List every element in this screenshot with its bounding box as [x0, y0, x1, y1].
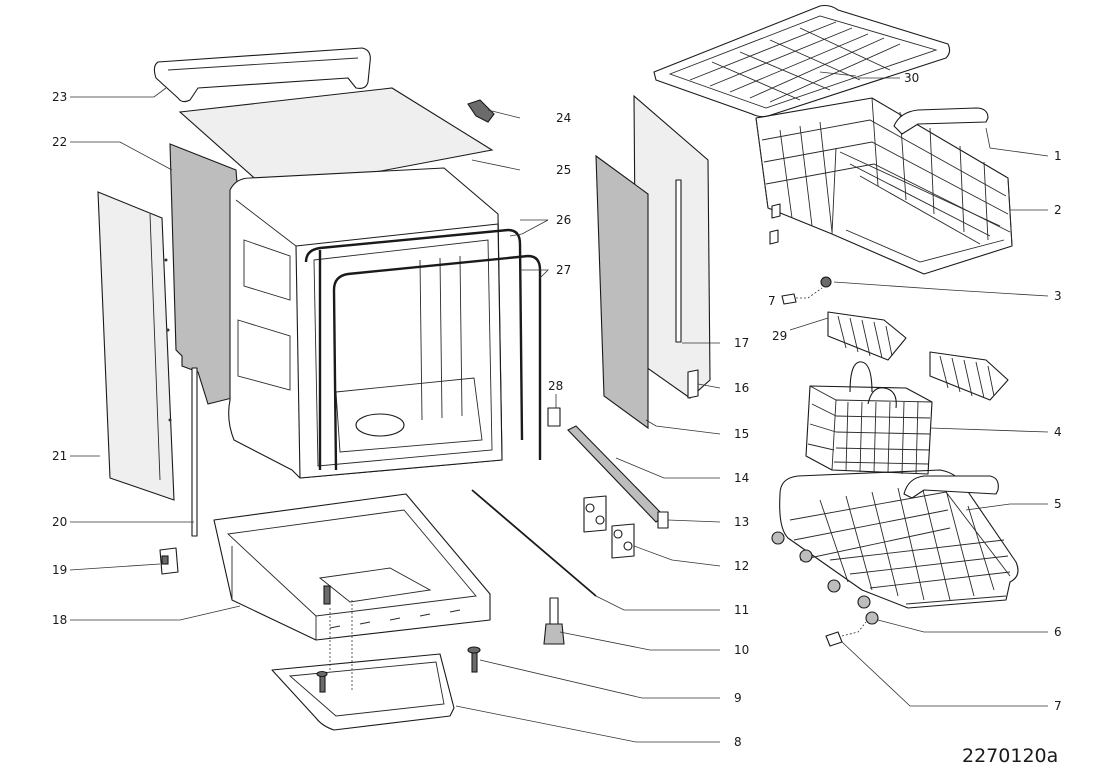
callout-15: 15	[734, 427, 749, 441]
callout-14: 14	[734, 471, 749, 485]
callout-11: 11	[734, 603, 749, 617]
part-13-end-cap	[657, 511, 669, 529]
part-19-valve	[159, 547, 179, 575]
part-10-foot-screw	[543, 597, 565, 645]
callout-20: 20	[52, 515, 67, 529]
part-23-top-trim	[153, 47, 371, 103]
assembly-line	[329, 600, 353, 690]
part-29-cutlery-holders	[827, 311, 1009, 401]
callout-9: 9	[734, 691, 742, 705]
part-17-door-panel	[633, 94, 711, 399]
part-2-upper-basket	[755, 97, 1013, 275]
callout-22: 22	[52, 135, 67, 149]
callout-2: 2	[1054, 203, 1062, 217]
part-18-base-frame	[213, 493, 491, 641]
callout-1: 1	[1054, 149, 1062, 163]
part-12-brackets	[583, 495, 635, 559]
part-5-lower-basket	[779, 469, 1019, 609]
callout-8: 8	[734, 735, 742, 749]
callout-16: 16	[734, 381, 749, 395]
part-16-hinge	[687, 369, 699, 399]
callout-10: 10	[734, 643, 749, 657]
callout-5: 5	[1054, 497, 1062, 511]
part-3-roller	[769, 203, 832, 288]
part-15-door-insulation	[595, 154, 649, 430]
part-6-wheel	[865, 611, 879, 625]
part-7-bushing-upper	[781, 287, 823, 305]
callout-18: 18	[52, 613, 67, 627]
part-25-top-sheet	[178, 87, 494, 193]
callout-29: 29	[772, 329, 787, 343]
part-27-seal-frame	[332, 254, 542, 471]
callout-7-lower: 7	[1054, 699, 1062, 713]
part-21-side-panel	[97, 191, 175, 501]
part-4-cutlery-basket	[805, 361, 933, 475]
callout-26: 26	[556, 213, 571, 227]
callout-3: 3	[1054, 289, 1062, 303]
part-24-clip	[467, 99, 495, 123]
callout-13: 13	[734, 515, 749, 529]
part-20-rod	[191, 367, 198, 537]
callout-28: 28	[548, 379, 563, 393]
part-28-clip	[547, 407, 561, 427]
callout-25: 25	[556, 163, 571, 177]
part-8-base-tray	[271, 653, 455, 731]
callout-23: 23	[52, 90, 67, 104]
diagram-reference-number: 2270120a	[962, 745, 1058, 767]
callout-19: 19	[52, 563, 67, 577]
part-tub-body	[228, 167, 503, 479]
callout-labels: 23 24 22 25 26 27 21 20 19 18 28 17 16 1…	[52, 71, 1062, 749]
lower-basket-handle	[903, 475, 999, 499]
part-7-bushing-lower	[825, 621, 867, 647]
callout-7-upper: 7	[768, 294, 776, 308]
part-1-handle	[893, 107, 989, 135]
callout-6: 6	[1054, 625, 1062, 639]
callout-12: 12	[734, 559, 749, 573]
callout-24: 24	[556, 111, 571, 125]
callout-21: 21	[52, 449, 67, 463]
callout-30: 30	[904, 71, 919, 85]
lower-basket-wheels	[771, 531, 871, 609]
leader-lines	[69, 71, 1049, 743]
part-30-cutlery-tray	[653, 4, 951, 118]
callout-17: 17	[734, 336, 749, 350]
part-9-screw	[467, 646, 481, 673]
part-26-door-seal	[304, 228, 524, 470]
callout-27: 27	[556, 263, 571, 277]
callout-4: 4	[1054, 425, 1062, 439]
part-14-rail	[567, 425, 665, 523]
part-11-rod	[471, 489, 597, 597]
